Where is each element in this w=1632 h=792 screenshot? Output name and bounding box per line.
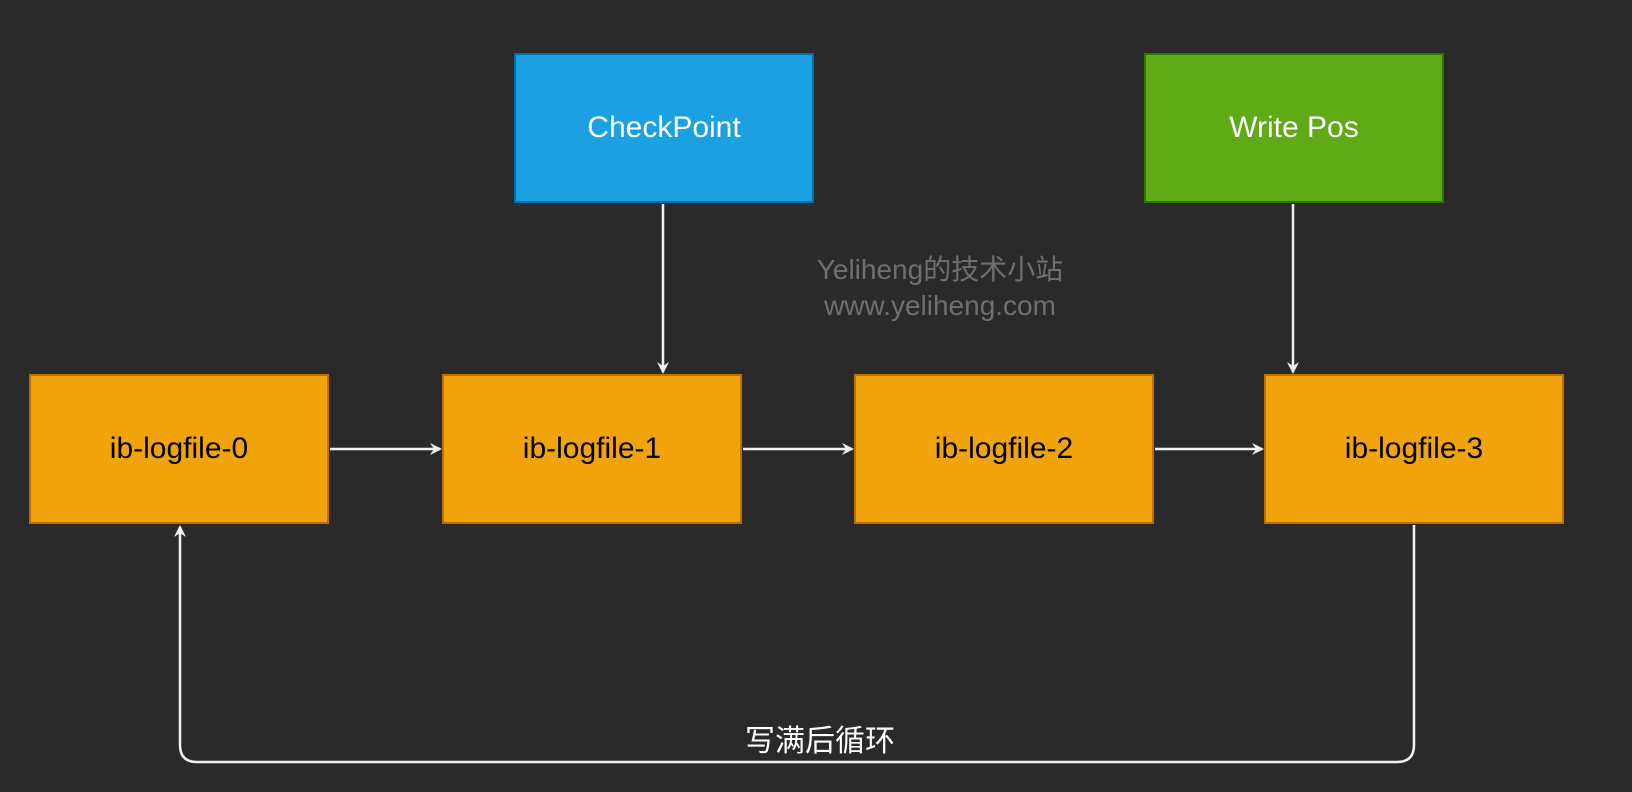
watermark-site-name: Yeliheng的技术小站: [816, 254, 1064, 285]
logfile-box-3: ib-logfile-3: [1264, 374, 1564, 524]
loop-label: 写满后循环: [700, 724, 940, 760]
checkpoint-box: CheckPoint: [514, 53, 814, 203]
logfile-label: ib-logfile-3: [1344, 432, 1484, 465]
write-pos-label: Write Pos: [1229, 111, 1359, 144]
logfile-box-2: ib-logfile-2: [854, 374, 1154, 524]
checkpoint-label: CheckPoint: [587, 111, 741, 144]
watermark-site-url: www.yeliheng.com: [824, 290, 1056, 321]
logfile-box-0: ib-logfile-0: [29, 374, 329, 524]
logfile-label: ib-logfile-0: [109, 432, 249, 465]
write-pos-box: Write Pos: [1144, 53, 1444, 203]
logfile-box-1: ib-logfile-1: [442, 374, 742, 524]
logfile-label: ib-logfile-2: [934, 432, 1074, 465]
edge-loop-file3-to-file0: [174, 525, 1416, 764]
logfile-label: ib-logfile-1: [522, 432, 662, 465]
